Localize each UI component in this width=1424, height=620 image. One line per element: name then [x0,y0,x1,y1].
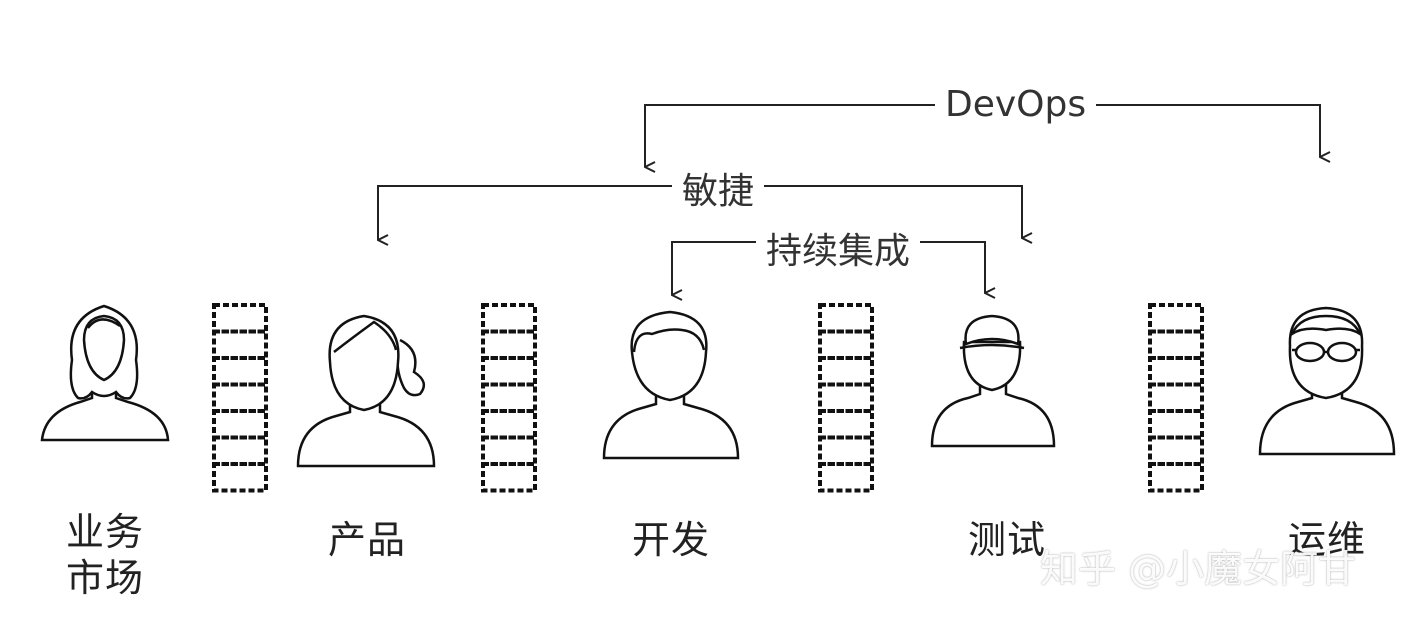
queue-slot [818,303,874,334]
work-queues [212,303,1204,493]
queue-2 [481,303,537,493]
queue-slot [1148,409,1204,440]
queue-slot [1148,462,1204,493]
queue-slot [481,435,537,466]
role-label-ops: 运维 [1288,518,1367,562]
queue-slot [212,356,268,387]
queue-slot [1148,329,1204,360]
product-person-icon [296,314,436,468]
zhihu-watermark: 知乎 @小魔女阿甘 [1040,547,1357,591]
queue-slot [212,303,268,334]
role-label-dev: 开发 [632,518,711,562]
ci-label: 持续集成 [756,222,921,274]
role-label-test: 测试 [968,518,1047,562]
tester-person-icon [930,314,1056,448]
queue-slot [481,303,537,334]
role-label-product: 产品 [328,518,407,562]
queue-slot [212,462,268,493]
queue-slot [818,462,874,493]
role-label-business-line2: 市场 [66,556,145,600]
queue-slot [481,329,537,360]
dev-person-icon [602,310,740,460]
queue-slot [212,382,268,413]
queue-slot [1148,435,1204,466]
business-person-icon [40,304,170,442]
queue-slot [818,409,874,440]
queue-slot [212,435,268,466]
queue-slot [1148,356,1204,387]
queue-4 [1148,303,1204,493]
ops-person-icon [1258,306,1396,456]
devops-label: DevOps [935,84,1097,125]
queue-slot [481,382,537,413]
queue-slot [1148,303,1204,334]
queue-1 [212,303,268,493]
role-label-business: 业务 市场 [66,509,144,601]
queue-slot [1148,382,1204,413]
queue-slot [481,462,537,493]
queue-slot [212,329,268,360]
role-label-business-line1: 业务 [66,510,145,554]
agile-label: 敏捷 [672,162,765,214]
queue-slot [481,356,537,387]
queue-slot [212,409,268,440]
queue-slot [818,382,874,413]
queue-slot [481,409,537,440]
queue-slot [818,329,874,360]
queue-3 [818,303,874,493]
queue-slot [818,435,874,466]
queue-slot [818,356,874,387]
